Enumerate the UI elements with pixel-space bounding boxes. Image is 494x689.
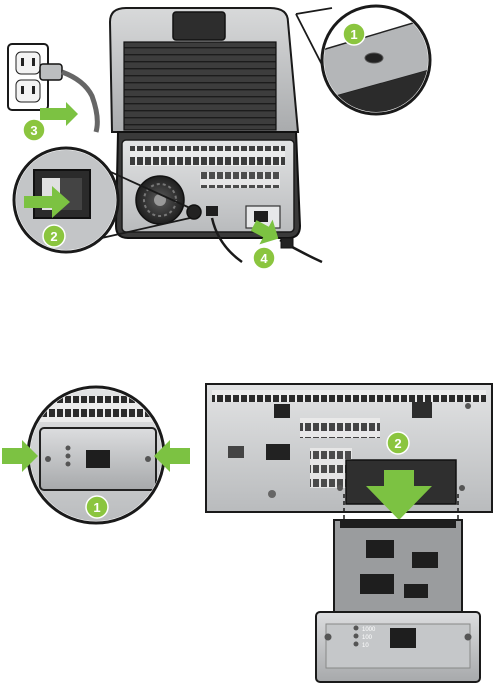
ethernet-port-icon [86,450,110,468]
screw-icon [325,634,332,641]
bottom-figure: 1 2 [2,384,492,682]
step-badge-1: 1 [343,23,365,45]
step-badge-2: 2 [43,225,65,247]
step-badge-4: 4 [253,247,275,269]
step-badge-3: 3 [23,119,45,141]
led-label: 10 [362,643,369,649]
ethernet-port-icon [254,211,268,222]
step-number: 3 [30,123,37,138]
ethernet-port-icon [390,628,416,648]
step-badge-2: 2 [387,432,409,454]
network-card: 1000 100 10 [316,520,480,682]
scanner-lid [110,8,298,132]
scanner-back-panel [206,384,492,512]
step-number: 2 [394,436,401,451]
screw-icon [465,634,472,641]
screw-icon [459,485,465,491]
usb-port-icon [206,206,218,216]
step-number: 4 [260,251,268,266]
top-figure: 1 2 3 4 [8,6,430,269]
step-number: 1 [93,500,100,515]
usb-port-icon [274,404,290,418]
screw-icon [268,490,276,498]
step-badge-1: 1 [86,496,108,518]
step-number: 2 [50,229,57,244]
screw-icon [337,485,343,491]
led-label: 1000 [362,627,376,633]
led-label: 100 [362,635,373,641]
power-switch-icon [228,446,244,458]
callout-lid-latch [296,6,430,120]
step-number: 1 [350,27,357,42]
